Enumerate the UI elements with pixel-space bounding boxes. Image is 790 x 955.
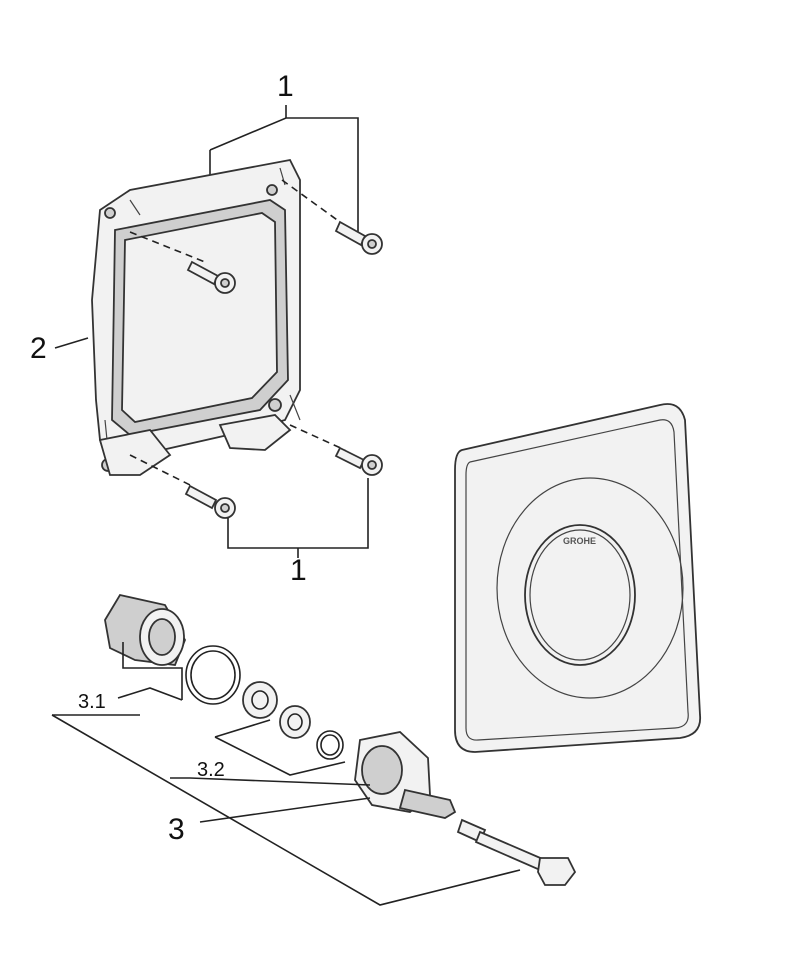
leaders-valve (51, 642, 521, 906)
callout-frame: 2 (30, 332, 47, 365)
mounting-frame (91, 158, 301, 476)
leader-screws-bottom (227, 478, 369, 558)
cover-plate (454, 403, 702, 753)
axis-screw-bottom-right (289, 424, 346, 451)
spindle (456, 818, 577, 886)
leader-frame (54, 337, 89, 349)
o-ring-large (185, 645, 241, 705)
screw-top-right (334, 220, 383, 255)
washer-1 (242, 681, 278, 719)
callout-seal-set-b: 3.2 (197, 759, 225, 781)
seal-housing (104, 593, 186, 666)
screw-bottom-left (184, 484, 236, 519)
washer-2 (279, 705, 311, 739)
callout-screws-top: 1 (277, 70, 294, 103)
screw-top-left (186, 260, 236, 294)
callout-valve-assembly: 3 (168, 813, 185, 846)
o-ring-small (316, 730, 344, 760)
screw-bottom-right (334, 446, 383, 476)
axis-screw-top-left (129, 231, 206, 263)
callout-screws-bottom: 1 (290, 554, 307, 587)
valve-body (354, 731, 457, 819)
callout-seal-set-a: 3.1 (78, 691, 106, 713)
cover-logo: GROHE (563, 536, 597, 546)
